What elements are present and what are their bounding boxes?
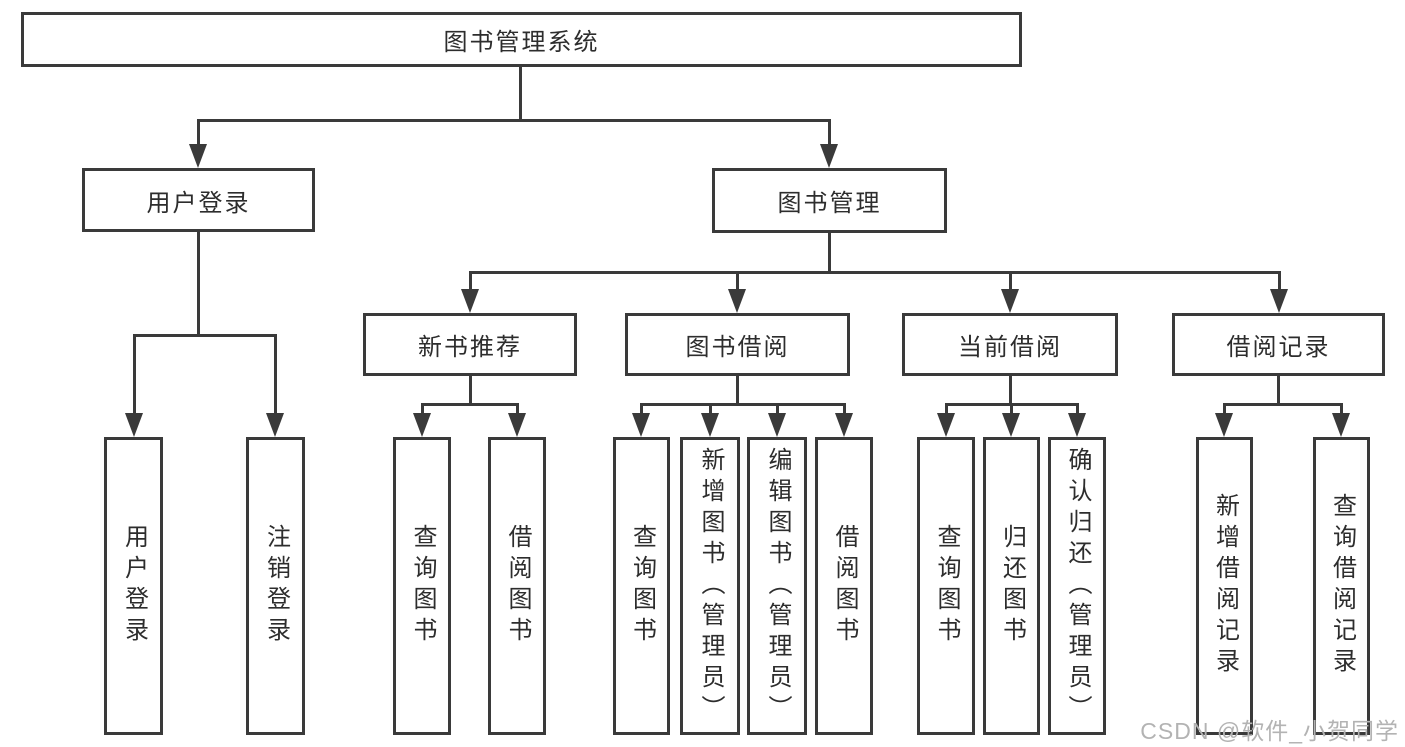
node-new-book-recommend-label: 新书推荐 (418, 334, 522, 361)
leaf-query-book-2-label: 查询图书 (628, 524, 656, 648)
connector-drop-user-login (197, 119, 200, 148)
connector-drop-book-borrow (736, 271, 739, 291)
connector-root-stem (519, 67, 522, 121)
leaf-query-book-3: 查询图书 (917, 437, 975, 735)
leaf-query-book-1: 查询图书 (393, 437, 451, 735)
connector-book-borrow-hline (640, 403, 845, 406)
leaf-edit-book-admin-label: 编辑图书（管理员） (764, 446, 791, 726)
connector-root-hline (197, 119, 831, 122)
connector-drop-br-query (1340, 403, 1343, 415)
connector-book-management-hline (469, 271, 1280, 274)
node-user-login: 用户登录 (82, 168, 315, 232)
leaf-return-book: 归还图书 (983, 437, 1040, 735)
leaf-borrow-book-1-label: 借阅图书 (504, 524, 531, 648)
arrow-to-br-add-icon (1215, 413, 1233, 437)
leaf-add-book-admin-label: 新增图书（管理员） (697, 446, 724, 726)
connector-drop-new-book (469, 271, 472, 291)
leaf-query-borrow-record-label: 查询借阅记录 (1328, 493, 1356, 679)
arrow-to-bb-edit-icon (768, 413, 786, 437)
node-book-management: 图书管理 (712, 168, 947, 233)
connector-borrow-records-stem (1277, 376, 1280, 405)
node-current-borrow-label: 当前借阅 (958, 334, 1062, 361)
connector-drop-current-borrow (1009, 271, 1012, 291)
connector-drop-br-add (1223, 403, 1226, 415)
node-borrow-records: 借阅记录 (1172, 313, 1385, 376)
leaf-borrow-book-2: 借阅图书 (815, 437, 873, 735)
connector-drop-book-management (828, 119, 831, 148)
leaf-add-book-admin: 新增图书（管理员） (680, 437, 740, 735)
leaf-add-borrow-record-label: 新增借阅记录 (1211, 493, 1239, 679)
connector-drop-leaf-logout (274, 334, 277, 415)
connector-drop-nb-query (421, 403, 424, 415)
node-book-borrow-label: 图书借阅 (685, 334, 790, 361)
arrow-to-nb-borrow-icon (508, 413, 526, 437)
leaf-logout: 注销登录 (246, 437, 305, 735)
connector-current-borrow-stem (1009, 376, 1012, 405)
arrow-to-cb-return-icon (1002, 413, 1020, 437)
node-user-login-label: 用户登录 (146, 189, 251, 217)
arrow-to-book-borrow-icon (728, 289, 746, 313)
leaf-query-book-1-label: 查询图书 (409, 524, 436, 648)
leaf-logout-label: 注销登录 (262, 524, 290, 648)
connector-drop-bb-add (709, 403, 712, 415)
arrow-to-borrow-records-icon (1270, 289, 1288, 313)
arrow-to-leaf-logout-icon (266, 413, 284, 437)
arrow-to-bb-borrow-icon (835, 413, 853, 437)
connector-drop-bb-query (640, 403, 643, 415)
connector-user-login-stem (197, 232, 200, 336)
leaf-return-book-label: 归还图书 (998, 524, 1026, 648)
connector-book-management-stem (828, 233, 831, 273)
arrow-to-user-login-icon (189, 144, 207, 168)
leaf-confirm-return-admin: 确认归还（管理员） (1048, 437, 1106, 735)
connector-new-book-stem (469, 376, 472, 405)
node-book-management-label: 图书管理 (777, 190, 882, 217)
node-current-borrow: 当前借阅 (902, 313, 1118, 376)
connector-drop-cb-return (1010, 403, 1013, 415)
connector-new-book-hline (421, 403, 518, 406)
node-root-library-system: 图书管理系统 (21, 12, 1022, 67)
arrow-to-book-management-icon (820, 144, 838, 168)
connector-borrow-records-hline (1223, 403, 1342, 406)
arrow-to-nb-query-icon (413, 413, 431, 437)
connector-drop-leaf-user-login (133, 334, 136, 415)
node-book-borrow: 图书借阅 (625, 313, 850, 376)
node-root-label: 图书管理系统 (443, 29, 600, 56)
leaf-confirm-return-admin-label: 确认归还（管理员） (1064, 446, 1091, 726)
arrow-to-cb-query-icon (937, 413, 955, 437)
connector-drop-borrow-records (1278, 271, 1281, 291)
arrow-to-current-borrow-icon (1001, 289, 1019, 313)
connector-drop-bb-edit (776, 403, 779, 415)
leaf-query-book-3-label: 查询图书 (933, 524, 960, 648)
leaf-borrow-book-2-label: 借阅图书 (831, 524, 858, 648)
leaf-add-borrow-record: 新增借阅记录 (1196, 437, 1253, 735)
arrow-to-new-book-icon (461, 289, 479, 313)
connector-user-login-hline (133, 334, 276, 337)
connector-book-borrow-stem (736, 376, 739, 405)
csdn-watermark: CSDN @软件_小贺同学 (1140, 718, 1399, 744)
leaf-query-book-2: 查询图书 (613, 437, 670, 735)
leaf-edit-book-admin: 编辑图书（管理员） (747, 437, 807, 735)
arrow-to-bb-query-icon (632, 413, 650, 437)
leaf-query-borrow-record: 查询借阅记录 (1313, 437, 1370, 735)
arrow-to-leaf-user-login-icon (125, 413, 143, 437)
node-new-book-recommend: 新书推荐 (363, 313, 577, 376)
arrow-to-br-query-icon (1332, 413, 1350, 437)
connector-drop-cb-query (945, 403, 948, 415)
connector-drop-nb-borrow (516, 403, 519, 415)
leaf-user-login-label: 用户登录 (120, 524, 148, 648)
arrow-to-bb-add-icon (701, 413, 719, 437)
connector-drop-bb-borrow (843, 403, 846, 415)
node-borrow-records-label: 借阅记录 (1226, 334, 1331, 361)
arrow-to-cb-confirm-icon (1068, 413, 1086, 437)
connector-drop-cb-confirm (1076, 403, 1079, 415)
leaf-borrow-book-1: 借阅图书 (488, 437, 546, 735)
leaf-user-login: 用户登录 (104, 437, 163, 735)
